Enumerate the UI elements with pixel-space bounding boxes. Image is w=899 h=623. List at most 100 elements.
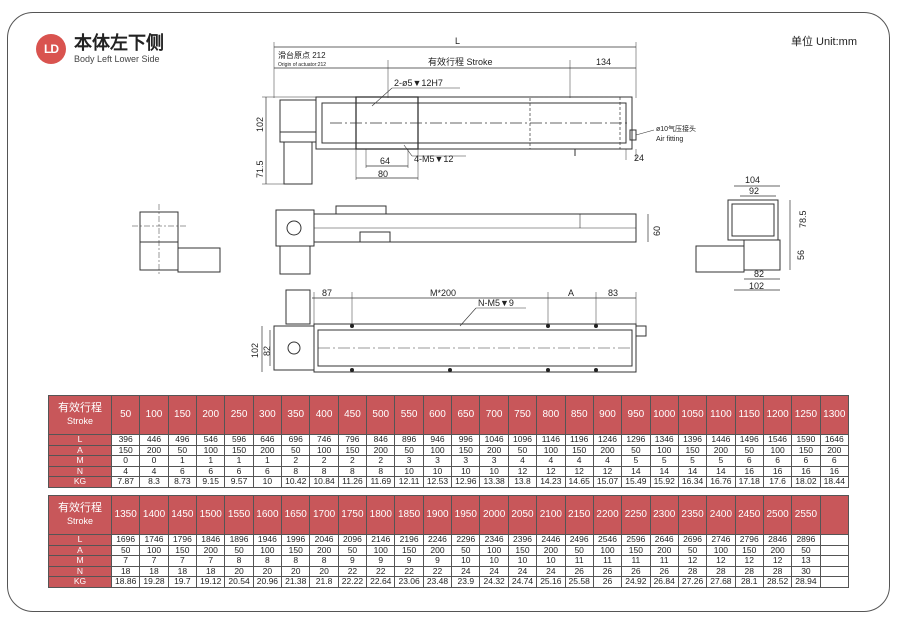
table-cell: 1046 [479, 434, 509, 446]
stroke-value: 550 [394, 395, 424, 435]
table-cell: 0 [110, 455, 141, 467]
table-cell: 4 [564, 455, 594, 467]
table-cell: 8.3 [139, 476, 169, 488]
table-cell: 27.68 [706, 576, 736, 588]
table-cell: 26 [592, 565, 623, 577]
table-cell: 7 [167, 555, 198, 567]
table-cell: 19.12 [196, 576, 226, 588]
table-cell: 10 [536, 555, 566, 567]
table-cell: 8 [309, 555, 339, 567]
table-cell: 4 [507, 455, 538, 467]
table-cell: 150 [394, 544, 424, 556]
table-cell: 5 [621, 455, 651, 467]
table-cell: 50 [281, 444, 311, 456]
stroke-value: 2350 [677, 495, 708, 535]
table-cell: 150 [621, 544, 651, 556]
table-cell: 28.94 [791, 576, 821, 588]
table-cell: 18.86 [110, 576, 141, 588]
stroke-value: 50 [110, 395, 141, 435]
stroke-value: 1550 [224, 495, 254, 535]
table-cell: 10 [479, 555, 509, 567]
row-label: N [48, 465, 112, 477]
table-cell: 2646 [649, 534, 679, 546]
table-cell: 2 [366, 455, 396, 467]
table-cell: 28 [706, 565, 736, 577]
table-cell: 8 [281, 555, 311, 567]
table-cell: 28.52 [762, 576, 793, 588]
dim-92: 92 [749, 186, 759, 196]
dim-102-top: 102 [255, 117, 265, 132]
table-cell: 15.49 [621, 476, 651, 488]
dim-82-bottom: 82 [262, 346, 272, 356]
table-cell: 1496 [734, 434, 764, 446]
table-cell: 100 [536, 444, 566, 456]
table-cell: 896 [394, 434, 424, 446]
stroke-value: 150 [167, 395, 198, 435]
table-cell: 100 [196, 444, 226, 456]
stroke-value: 1150 [734, 395, 764, 435]
table-cell: 11 [564, 555, 594, 567]
stroke-value: 950 [621, 395, 651, 435]
row-label: A [48, 544, 112, 556]
stroke-value: 700 [479, 395, 509, 435]
table-cell: 11 [649, 555, 679, 567]
hole-spec-2: 4-M5▼12 [414, 154, 453, 164]
table-cell: 2696 [677, 534, 708, 546]
technical-drawing: L 滑台原点 212 Origin of actuator:212 有效行程 S… [132, 36, 808, 373]
table-cell: 100 [422, 444, 453, 456]
dim-104: 104 [745, 175, 760, 185]
table-cell: 3 [479, 455, 509, 467]
stroke-value: 2400 [706, 495, 736, 535]
page-title: 本体左下侧 [74, 33, 164, 53]
table-cell [819, 576, 850, 588]
table-cell: 16 [791, 465, 821, 477]
table-cell: 12 [762, 555, 793, 567]
table-cell: 9 [366, 555, 396, 567]
stroke-value: 850 [564, 395, 594, 435]
table-cell: 1446 [706, 434, 736, 446]
table-cell: 21.38 [281, 576, 311, 588]
dim-102-right: 102 [749, 281, 764, 291]
motor-body-top [283, 141, 313, 185]
brand-logo: LD [36, 34, 66, 64]
table-cell: 796 [337, 434, 368, 446]
table-cell: 6 [791, 455, 821, 467]
table-cell: 2146 [366, 534, 396, 546]
table-cell: 7.87 [110, 476, 141, 488]
table-cell: 1590 [791, 434, 821, 446]
table-cell: 100 [252, 544, 283, 556]
table-cell: 2096 [337, 534, 368, 546]
stroke-value: 2100 [536, 495, 566, 535]
table-cell: 200 [139, 444, 169, 456]
table-cell: 6 [224, 465, 254, 477]
table-cell: 1846 [196, 534, 226, 546]
table-cell: 200 [479, 444, 509, 456]
table-cell: 2496 [564, 534, 594, 546]
slider-origin-label: 滑台原点 212 [278, 50, 326, 60]
table-cell: 22.64 [366, 576, 396, 588]
table-cell: 1396 [677, 434, 708, 446]
table-cell: 28 [734, 565, 764, 577]
table-cell: 11 [621, 555, 651, 567]
table-cell: 100 [706, 544, 736, 556]
table-cell: 50 [791, 544, 821, 556]
table-cell: 1896 [224, 534, 254, 546]
table-cell: 14 [706, 465, 736, 477]
dim-60: 60 [652, 226, 662, 236]
stroke-value: 1350 [110, 495, 141, 535]
table-cell: 22.22 [337, 576, 368, 588]
table-cell: 100 [366, 544, 396, 556]
table-cell: 26 [621, 565, 651, 577]
table-cell: 16 [819, 465, 850, 477]
table-cell: 546 [196, 434, 226, 446]
stroke-value: 100 [139, 395, 169, 435]
table-cell: 17.18 [734, 476, 764, 488]
table-cell: 20 [281, 565, 311, 577]
table-cell: 1746 [139, 534, 169, 546]
table-cell: 22 [422, 565, 453, 577]
table-cell: 12.96 [451, 476, 481, 488]
